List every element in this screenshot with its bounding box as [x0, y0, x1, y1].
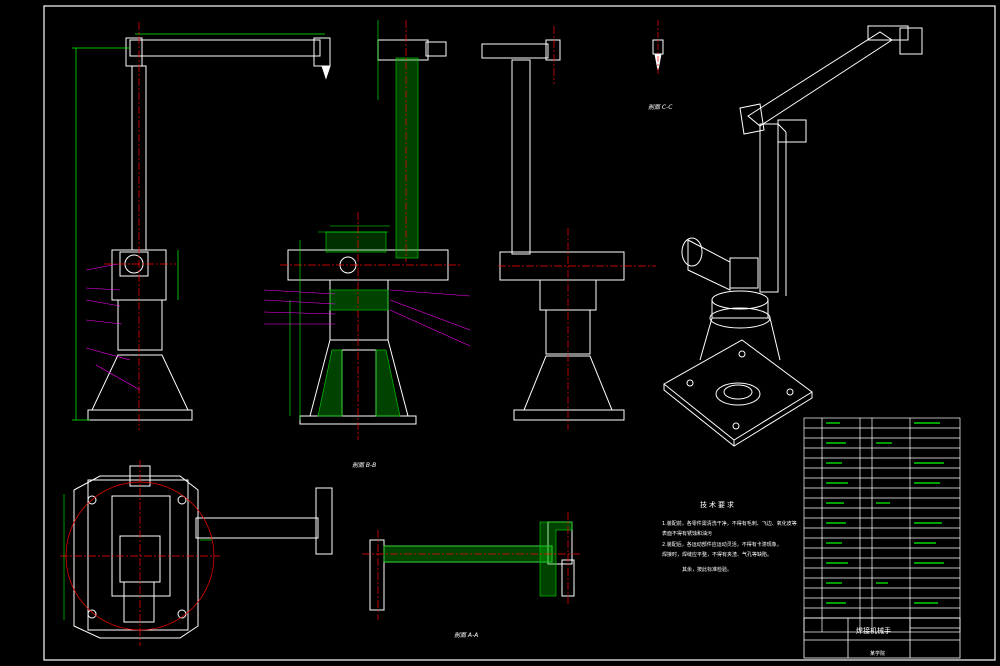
section-b-dims — [289, 20, 390, 420]
top-view-dims — [63, 494, 212, 620]
section-b-hatch — [317, 57, 419, 417]
side-view — [481, 39, 625, 421]
section-b-centerlines — [280, 20, 460, 440]
front-view-leaders — [85, 263, 141, 391]
technical-note-3: 2.装配后，各运动部件应运动灵活，不得有卡滞现象， — [662, 542, 782, 548]
drawing-title: 焊接机械手 — [856, 627, 891, 635]
technical-note-1: 1.装配前，各零件需清洗干净，不得有毛刺、飞边、氧化皮等 — [662, 521, 797, 527]
parts-list-text-marks — [826, 422, 944, 604]
section-c-label: 剖面 C-C — [648, 104, 673, 111]
side-view-centerlines — [498, 26, 656, 430]
section-b-leaders — [263, 289, 471, 347]
section-a-hatch — [383, 521, 573, 597]
technical-notes-closing: 其余，按此标准检验。 — [682, 567, 733, 573]
technical-notes-title: 技术要求 — [700, 501, 736, 509]
isometric-view — [663, 25, 923, 447]
title-block — [803, 617, 961, 659]
section-a-label: 剖面 A-A — [454, 632, 479, 639]
technical-note-2: 表面不得有锈蚀和油污 — [662, 531, 713, 537]
top-view — [73, 465, 333, 639]
front-view-centerlines — [104, 22, 176, 430]
technical-note-4: 焊接时，焊缝应平整，不得有夹渣、气孔等缺陷。 — [662, 552, 773, 558]
drawing-school: 某学院 — [870, 651, 886, 657]
front-view — [87, 37, 331, 421]
section-a-centerlines — [362, 512, 580, 620]
top-view-red — [60, 460, 220, 646]
section-b-label: 剖面 B-B — [352, 462, 377, 469]
parts-list — [803, 417, 961, 633]
front-view-dims — [72, 33, 325, 421]
outer-frame — [43, 5, 996, 661]
